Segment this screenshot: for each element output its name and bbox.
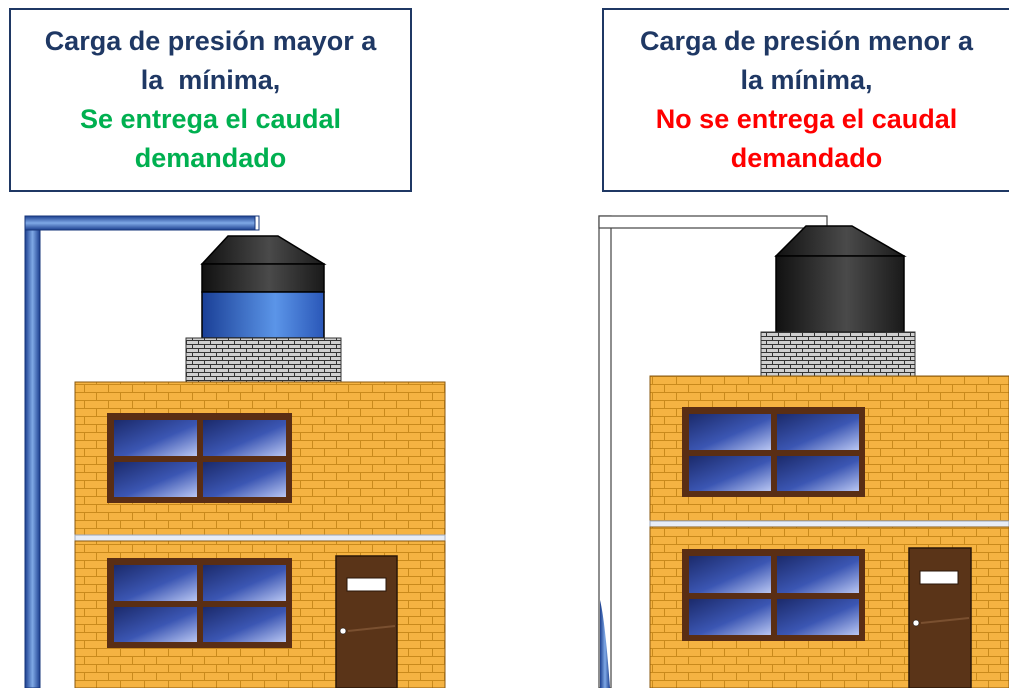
- right-upper-window: [682, 407, 865, 497]
- right-caption-line-1: Carga de presión menor a: [639, 26, 974, 56]
- left-caption-box: Carga de presión mayor a la mínima, Se e…: [9, 8, 412, 192]
- left-caption-line-2: la mínima,: [140, 65, 281, 95]
- right-caption-line-2: la mínima,: [740, 65, 873, 95]
- right-tank-base: [760, 331, 916, 377]
- left-house-scene: [24, 215, 446, 688]
- left-door: [335, 555, 398, 688]
- right-house-scene: [598, 215, 1009, 688]
- right-door: [908, 547, 972, 688]
- right-caption-line-3: No se entrega el caudal: [655, 104, 958, 134]
- left-tank-water-level: [201, 291, 325, 339]
- right-lower-window: [682, 549, 865, 641]
- left-caption-line-3: Se entrega el caudal: [79, 104, 342, 134]
- left-floor-slab: [74, 534, 446, 542]
- left-upper-window: [107, 413, 292, 503]
- left-supply-pipe: [24, 215, 260, 688]
- left-caption-line-1: Carga de presión mayor a: [44, 26, 377, 56]
- right-supply-pipe: [598, 215, 828, 688]
- left-tank-base: [185, 337, 342, 383]
- right-floor-slab: [649, 520, 1009, 528]
- right-caption-line-4: demandado: [730, 143, 883, 173]
- left-water-tank: [200, 235, 327, 339]
- left-caption-line-4: demandado: [134, 143, 287, 173]
- right-water-tank: [774, 225, 907, 333]
- left-lower-window: [107, 558, 292, 648]
- right-pipe-residual-water: [600, 600, 610, 688]
- right-caption-box: Carga de presión menor a la mínima, No s…: [602, 8, 1009, 192]
